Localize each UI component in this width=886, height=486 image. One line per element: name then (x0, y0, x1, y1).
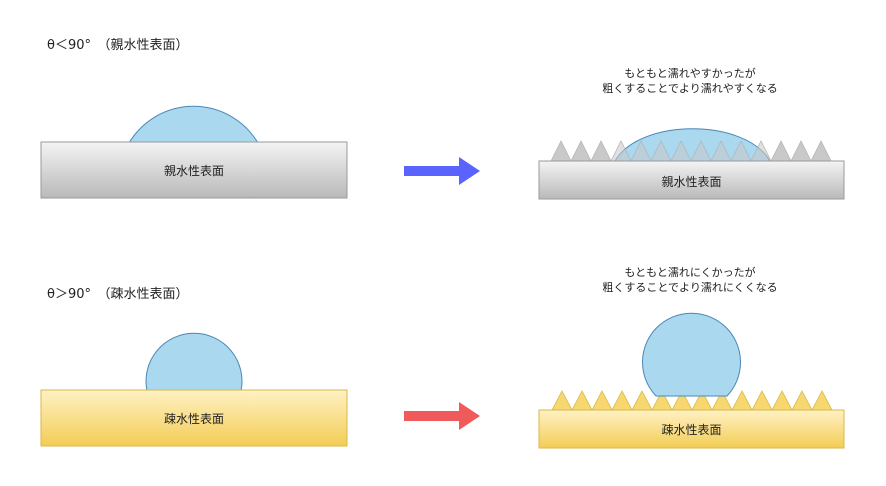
note-hydrophobic: もともと濡れにくかったが 粗くすることでより濡れにくくなる (560, 265, 820, 295)
note-hydrophilic-line2: 粗くすることでより濡れやすくなる (602, 82, 778, 95)
hydrophilic-surface-smooth (40, 141, 348, 199)
heading-hydrophobic: θ＞90° （疎水性表面） (47, 287, 189, 302)
label-hydrophilic-surface-rough: 親水性表面 (661, 175, 722, 189)
rough-spikes-hydrophobic (551, 390, 833, 411)
note-hydrophobic-line1: もともと濡れにくかったが (624, 266, 756, 279)
note-hydrophobic-line2: 粗くすることでより濡れにくくなる (602, 281, 778, 294)
label-hydrophobic-surface-rough: 疎水性表面 (661, 423, 722, 437)
droplet-flat-smooth (128, 105, 259, 144)
note-hydrophilic-line1: もともと濡れやすかったが (624, 67, 756, 80)
hydrophobic-surface-rough (538, 409, 845, 449)
arrow-right-icon-top (404, 157, 480, 185)
label-hydrophilic-surface-smooth: 親水性表面 (163, 164, 224, 178)
hydrophobic-surface-smooth (40, 389, 348, 447)
heading-hydrophilic: θ＜90° （親水性表面） (47, 38, 189, 53)
droplet-bead-rough (642, 312, 741, 397)
arrow-right-icon-bottom (404, 402, 480, 430)
hydrophilic-surface-rough (538, 160, 845, 200)
label-hydrophobic-surface-smooth: 疎水性表面 (163, 412, 224, 426)
droplet-round-smooth (145, 332, 243, 392)
note-hydrophilic: もともと濡れやすかったが 粗くすることでより濡れやすくなる (560, 66, 820, 96)
